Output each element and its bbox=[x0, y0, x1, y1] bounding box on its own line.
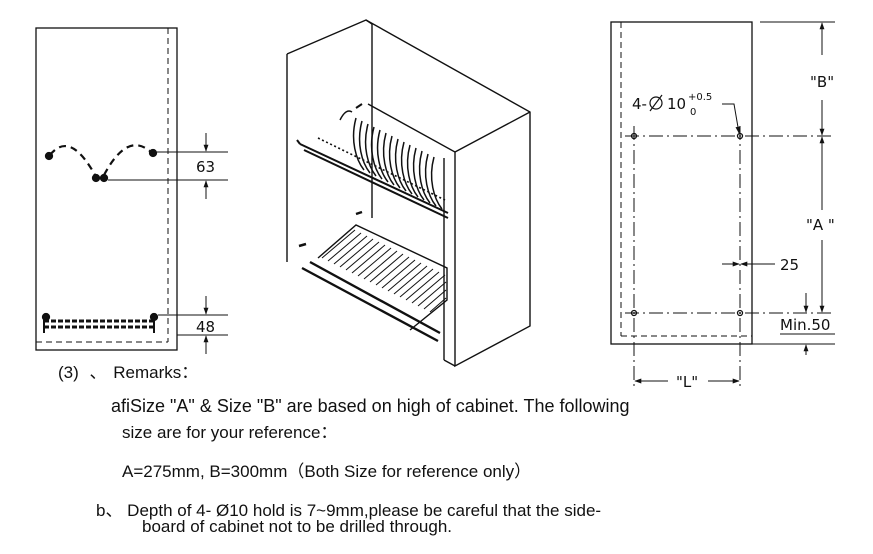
lower-tray-front-rail bbox=[309, 260, 441, 335]
hole-prefix: 4- bbox=[632, 95, 647, 113]
upper-mount-dot bbox=[91, 173, 101, 183]
remarks-heading: (3) 、 Remarks： bbox=[58, 358, 198, 383]
upper-mount-dot bbox=[99, 173, 109, 183]
upper-rack-bars bbox=[317, 137, 446, 201]
lower-tray-front-rail bbox=[301, 266, 439, 343]
mount-hole bbox=[630, 309, 638, 317]
cabinet-top-right bbox=[454, 111, 531, 153]
upper-rack-hook bbox=[339, 110, 353, 121]
remark-a-line2: size are for your reference： bbox=[122, 423, 338, 442]
lower-tray-frame bbox=[317, 224, 448, 331]
lower-tray-ends bbox=[43, 315, 155, 333]
dim-63: 63 bbox=[196, 158, 215, 176]
left-panel-outline bbox=[35, 27, 178, 351]
remarks-separator: 、 bbox=[89, 363, 107, 382]
diameter-symbol-icon bbox=[649, 96, 663, 110]
rack-pins bbox=[296, 103, 363, 145]
hole-tol-lower: 0 bbox=[690, 107, 696, 118]
tray-pins bbox=[298, 210, 363, 248]
remark-b-line2: board of cabinet not to be drilled throu… bbox=[142, 517, 452, 536]
remark-b-line1: b、 Depth of 4- Ø10 hold is 7~9mm,please … bbox=[96, 501, 602, 520]
dim-b-label: "B" bbox=[810, 73, 834, 91]
lower-tray-grid bbox=[321, 229, 447, 313]
cabinet-base bbox=[443, 359, 456, 367]
upper-rack-arc-right bbox=[103, 144, 153, 176]
dim-48: 48 bbox=[196, 318, 215, 336]
cabinet-back-edge bbox=[365, 19, 373, 25]
diameter-symbol-slash bbox=[649, 94, 663, 112]
mount-hole bbox=[630, 132, 638, 140]
hole-tol-upper: +0.5 bbox=[688, 92, 712, 103]
cabinet-outer bbox=[286, 19, 531, 368]
right-front-view bbox=[610, 21, 835, 388]
hole-diameter: 10 bbox=[667, 95, 686, 113]
hole-leader bbox=[722, 103, 741, 134]
left-side-view bbox=[35, 27, 228, 354]
dim-l-label: "L" bbox=[676, 373, 698, 391]
dim-a-label: "A " bbox=[806, 216, 835, 234]
lower-mount-dot bbox=[41, 312, 51, 322]
dim-25-label: 25 bbox=[780, 256, 799, 274]
upper-mount-dot bbox=[148, 148, 158, 158]
mount-hole bbox=[736, 309, 744, 317]
right-panel-outline bbox=[610, 21, 753, 345]
upper-rack-rail bbox=[303, 149, 449, 219]
remark-sizes: A=275mm, B=300mm（Both Size for reference… bbox=[122, 462, 532, 481]
dim-min50-label: Min.50 bbox=[780, 316, 830, 334]
cabinet-isometric bbox=[286, 19, 531, 368]
remarks-label: Remarks： bbox=[113, 363, 199, 382]
remark-a-line1: afiSize "A" & Size "B" are based on high… bbox=[111, 396, 630, 416]
upper-mount-dot bbox=[44, 151, 54, 161]
remarks-index: (3) bbox=[58, 363, 79, 382]
upper-rack-rail bbox=[299, 143, 449, 214]
lower-mount-dot bbox=[149, 312, 159, 322]
upper-rack-arc-left bbox=[49, 145, 96, 176]
plate-dividers bbox=[352, 117, 443, 210]
